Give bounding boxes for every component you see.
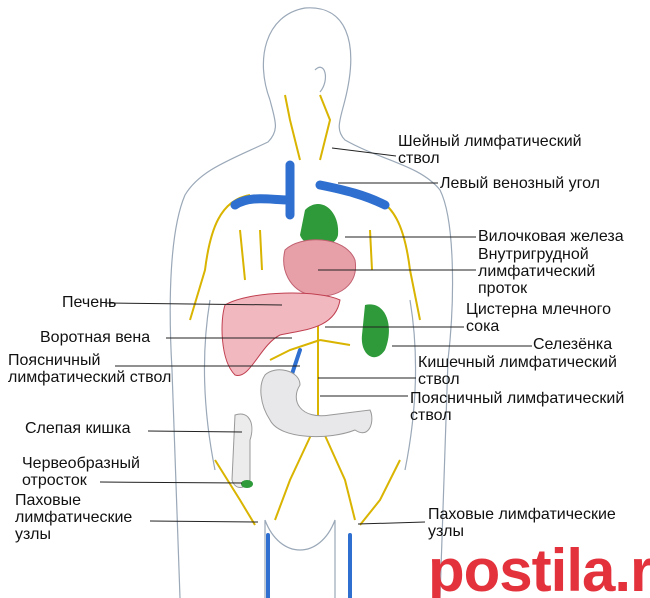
label-line: Поясничный: [8, 352, 101, 369]
label-line: проток: [478, 280, 528, 297]
cecum-shape: [231, 413, 253, 488]
spleen-shape: [361, 304, 389, 358]
label-line: Внутригрудной: [478, 246, 589, 263]
label-spleen: Селезёнка: [533, 336, 613, 353]
label-line: лимфатический ствол: [8, 369, 172, 386]
label-line: Шейный лимфатический: [398, 133, 582, 150]
label-portal-vein: Воротная вена: [40, 329, 151, 346]
label-line: сока: [466, 318, 500, 335]
label-liver: Печень: [62, 294, 117, 311]
heart-shape: [283, 239, 356, 297]
label-line: ствол: [398, 150, 440, 167]
watermark-logo: postila.ru: [428, 537, 650, 598]
leader-lines: [99, 147, 532, 525]
label-line: узлы: [15, 526, 51, 543]
label-line: Паховые: [15, 492, 82, 509]
intestine-shape: [260, 369, 373, 438]
label-line: Кишечный лимфатический: [418, 354, 617, 371]
label-line: ствол: [418, 371, 460, 388]
label-line: ствол: [410, 407, 452, 424]
label-left-venous-angle: Левый венозный угол: [440, 175, 600, 192]
label-line: Червеобразный: [22, 455, 140, 472]
label-line: лимфатический: [478, 263, 596, 280]
label-line: лимфатические: [15, 509, 133, 526]
label-thymus: Вилочковая железа: [478, 228, 624, 245]
label-line: Паховые лимфатические: [428, 506, 616, 523]
body-outline: [169, 7, 454, 598]
label-line: узлы: [428, 523, 464, 540]
label-line: Цистерна млечного: [466, 301, 612, 318]
liver-shape: [221, 292, 341, 376]
thymus-shape: [300, 204, 339, 247]
label-line: отросток: [22, 472, 87, 489]
label-line: Поясничный лимфатический: [410, 390, 625, 407]
appendix-shape: [241, 480, 253, 488]
label-cecum: Слепая кишка: [25, 420, 131, 437]
